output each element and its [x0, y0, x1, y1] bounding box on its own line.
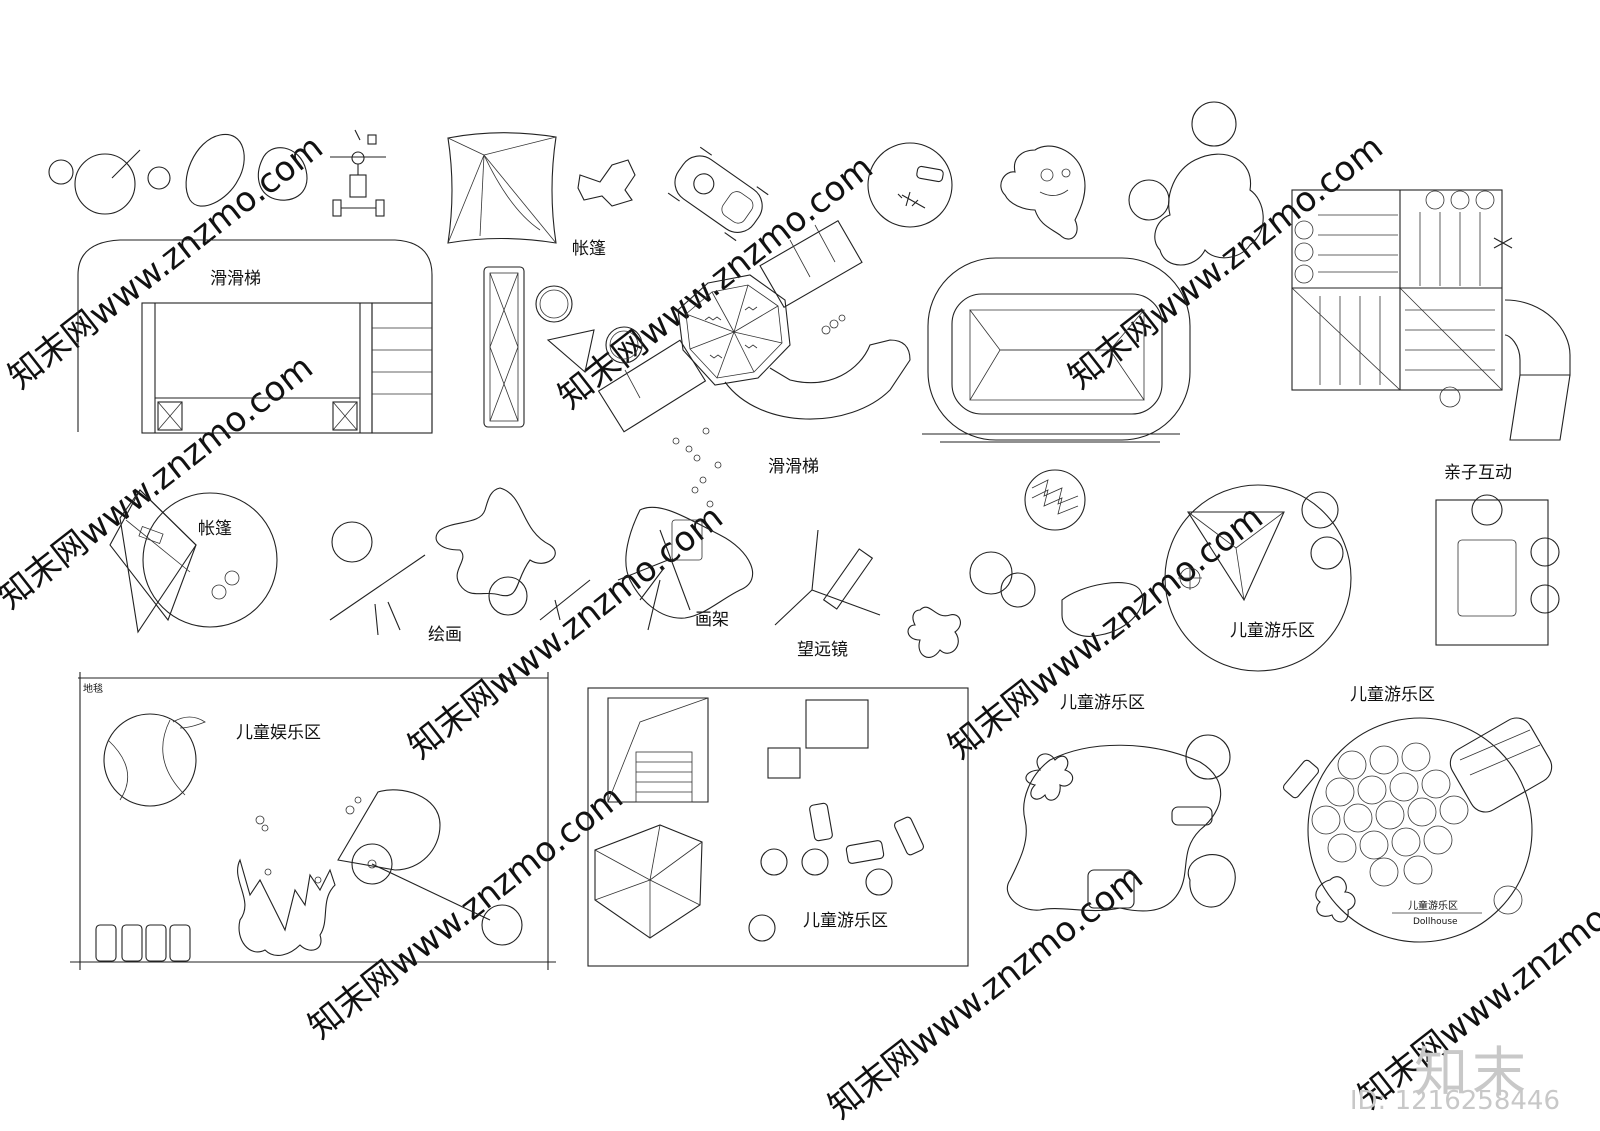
label-entertainment-area: 儿童娱乐区	[236, 723, 321, 743]
label-play-area-right2: 儿童游乐区	[1350, 685, 1435, 705]
label-tent-left: 帐篷	[198, 519, 232, 539]
label-easel: 画架	[695, 610, 729, 630]
animal-rug	[1000, 145, 1086, 240]
telescope: 望远镜	[774, 529, 881, 660]
tent-top: 帐篷	[447, 132, 606, 259]
label-parent-child: 亲子互动	[1444, 463, 1512, 483]
watermark-text: 知末网www.znzmo.com	[0, 347, 321, 617]
dollhouse-area: 儿童游乐区 儿童游乐区 Dollhouse	[1282, 685, 1553, 943]
painting-area: 绘画	[329, 487, 591, 645]
ride-on-car	[667, 146, 769, 242]
label-carpet: 地毯	[83, 682, 103, 695]
label-tent-top: 帐篷	[572, 239, 606, 259]
label-painting: 绘画	[428, 625, 462, 645]
tricycle	[330, 129, 386, 217]
label-dollhouse-cn: 儿童游乐区	[1408, 899, 1458, 912]
easel-area: 画架	[617, 506, 753, 631]
toy-mat-circle	[867, 142, 953, 228]
ball-pit	[907, 469, 1143, 658]
hexagon-slide: 滑滑梯	[597, 219, 911, 508]
parent-child-table: 亲子互动	[1435, 463, 1560, 646]
play-area-box: 儿童游乐区	[587, 687, 969, 967]
watermark-text: 知末网www.znzmo.com	[941, 497, 1271, 767]
watermark-id: ID: 1216258446	[1349, 1086, 1560, 1116]
label-slide-top-left: 滑滑梯	[210, 269, 261, 289]
label-slide-center: 滑滑梯	[768, 457, 819, 477]
label-dollhouse-en: Dollhouse	[1413, 917, 1458, 927]
slide-structure-left: 滑滑梯	[77, 239, 433, 434]
watermark-text: 知末网www.znzmo.com	[1061, 127, 1391, 397]
play-area-circle: 儿童游乐区	[1164, 484, 1352, 672]
watermark-text: 知末网www.znzmo.com	[301, 777, 631, 1047]
watermark-text: 知末网www.znzmo.com	[821, 857, 1151, 1127]
label-telescope: 望远镜	[797, 640, 848, 660]
label-play-area-box: 儿童游乐区	[803, 911, 888, 931]
entertainment-zone: 地毯 儿童娱乐区	[70, 672, 556, 970]
bench-narrow	[483, 266, 525, 428]
bubble-cluster	[1128, 101, 1264, 266]
watermark-brand: 知末	[1414, 1041, 1530, 1104]
tent-circle: 帐篷	[109, 489, 278, 634]
playhouse-deck	[1291, 189, 1571, 441]
stepping-stones	[185, 134, 308, 207]
sand-pool	[922, 257, 1191, 443]
tree-cluster-top-left	[48, 149, 171, 215]
label-play-area-right1: 儿童游乐区	[1060, 693, 1145, 713]
label-play-area-circle: 儿童游乐区	[1230, 621, 1315, 641]
play-area-right1: 儿童游乐区	[1006, 693, 1236, 912]
small-seats	[535, 285, 643, 374]
bow-decor	[577, 159, 636, 207]
